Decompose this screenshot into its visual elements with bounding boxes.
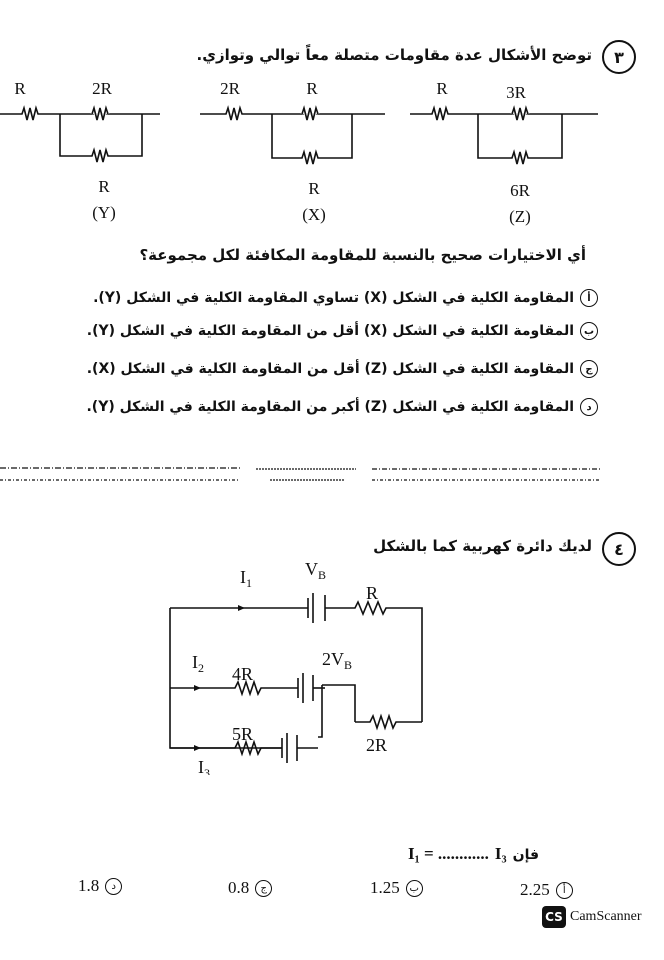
option-b-text: المقاومة الكلية في الشكل (X) أقل من المق… [86, 323, 574, 339]
figure-x-top-label: R [306, 79, 318, 98]
answer-a[interactable]: 2.25 أ [520, 880, 573, 900]
option-b-marker: ب [580, 322, 598, 340]
figure-y-top-label: 2R [92, 79, 113, 98]
ratio-prefix: فإن [512, 847, 539, 863]
option-b[interactable]: ب المقاومة الكلية في الشكل (X) أقل من ال… [87, 322, 598, 340]
answer-d-value: 1.8 [78, 876, 100, 895]
figure-y-label: (Y) [92, 203, 116, 222]
figure-z-top-label: 3R [506, 83, 527, 102]
question-number-3: ٣ [602, 40, 636, 74]
answer-c[interactable]: 0.8 ج [228, 878, 273, 898]
figure-z-label: (Z) [509, 207, 531, 226]
figure-x-series-label: 2R [220, 79, 241, 98]
current-i3-arrow [194, 745, 201, 751]
answer-c-marker: ج [255, 879, 273, 897]
camscanner-logo-icon: CS [542, 906, 566, 928]
answer-d-marker: د [105, 877, 123, 895]
ratio-right: I₃ [494, 844, 507, 863]
resistor-r-label: R [366, 583, 378, 603]
electric-circuit-diagram: I1 VB R I2 4R 2VB 5R 2R I3 2VB [169, 559, 423, 775]
answer-b-marker: ب [405, 879, 423, 897]
answer-c-value: 0.8 [228, 878, 250, 897]
answer-d[interactable]: 1.8 د [78, 876, 123, 896]
option-d-text: المقاومة الكلية في الشكل (Z) أكبر من الم… [86, 399, 574, 415]
question-3-prompt: أي الاختيارات صحيح بالنسبة للمقاومة المك… [139, 246, 586, 264]
ratio-left: I₁ = ............ [408, 844, 489, 863]
resistor-5r-label: 5R [232, 724, 253, 744]
figure-y-bottom-label: R [98, 177, 110, 196]
option-c-text: المقاومة الكلية في الشكل (Z) أقل من المق… [86, 361, 574, 377]
ratio-expression: I₁ = ............ I₃ فإن [408, 844, 539, 864]
option-c-marker: ج [580, 360, 598, 378]
figure-y-circuit [0, 102, 160, 163]
current-i2-label: I2 [192, 652, 204, 675]
figure-x-label: (X) [302, 205, 326, 224]
option-a-marker: أ [580, 289, 598, 307]
option-a-text: المقاومة الكلية في الشكل (X) تساوي المقا… [93, 290, 574, 306]
question-3-statement: توضح الأشكال عدة مقاومات متصلة معاً توال… [196, 46, 593, 64]
figure-y-series-label: R [14, 79, 26, 98]
current-i3-label: I3 [198, 757, 210, 775]
figure-x-bottom-label: R [308, 179, 320, 198]
option-c[interactable]: ج المقاومة الكلية في الشكل (Z) أقل من ال… [87, 360, 598, 378]
answer-b[interactable]: 1.25 ب [370, 878, 423, 898]
battery-2vb-bottom-label: 2VB [284, 771, 314, 775]
figure-z-series-label: R [436, 79, 448, 98]
current-i1-arrow [238, 605, 245, 611]
current-i2-arrow [194, 685, 201, 691]
resistor-2r-label: 2R [366, 735, 387, 755]
option-d[interactable]: د المقاومة الكلية في الشكل (Z) أكبر من ا… [86, 398, 598, 416]
battery-vb-label: VB [305, 559, 326, 582]
battery-2vb-top-label: 2VB [322, 649, 352, 672]
resistor-combinations-figure: R 2R R (Y) 2R R R (X) R 3R 6R (Z) [0, 79, 598, 226]
answer-a-value: 2.25 [520, 880, 550, 899]
question-number-4: ٤ [602, 532, 636, 566]
answer-b-value: 1.25 [370, 878, 400, 897]
answer-a-marker: أ [555, 881, 573, 899]
section-divider [0, 467, 600, 481]
figure-z-circuit [410, 102, 598, 165]
figure-x-circuit [200, 102, 385, 165]
camscanner-brand: CamScanner [570, 909, 642, 924]
current-i1-label: I1 [240, 567, 252, 590]
camscanner-watermark: CS CamScanner [542, 906, 642, 928]
figure-z-bottom-label: 6R [510, 181, 531, 200]
question-4-statement: لديك دائرة كهربية كما بالشكل [373, 537, 592, 555]
option-a[interactable]: أ المقاومة الكلية في الشكل (X) تساوي الم… [93, 289, 598, 307]
option-d-marker: د [580, 398, 598, 416]
resistor-4r-label: 4R [232, 664, 253, 684]
